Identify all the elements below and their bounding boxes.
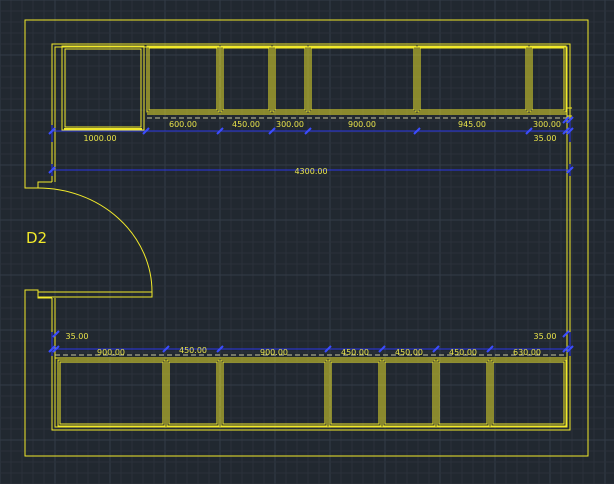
door-jamb-bottom: [24, 289, 52, 299]
inner-wall-outline: [51, 43, 571, 431]
cabinet-bottom-2: [166, 359, 220, 427]
dim-text-top-6: 945.00: [458, 120, 486, 129]
dim-ticks-overall: [48, 166, 574, 174]
dim-text-bottom-4: 900.00: [260, 348, 288, 357]
dim-text-top-2: 600.00: [169, 120, 197, 129]
cabinet-top-4: [272, 45, 308, 113]
dim-tick: [48, 127, 56, 135]
dim-tick: [48, 345, 56, 353]
dim-text-top-8: 35.00: [534, 134, 557, 143]
dim-tick: [268, 127, 276, 135]
cabinet-top-5: [308, 45, 417, 113]
inner-wall-outline-2: [54, 46, 568, 428]
dim-text-bottom-3: 450.00: [179, 346, 207, 355]
dim-tick: [216, 127, 224, 135]
dim-tick: [324, 345, 332, 353]
cabinet-top-3: [220, 45, 272, 113]
dim-text-bottom-7: 450.00: [449, 348, 477, 357]
dim-tick: [378, 345, 386, 353]
dim-text-bottom-9: 35.00: [534, 332, 557, 341]
dim-text-bottom-8: 630.00: [513, 348, 541, 357]
door: [37, 187, 153, 298]
dim-tick: [432, 345, 440, 353]
dimension-lines: [51, 120, 571, 356]
dim-text-overall: 4300.00: [294, 167, 327, 176]
dim-tick: [525, 127, 533, 135]
dim-tick: [142, 127, 150, 135]
cabinet-top-2: [146, 45, 220, 113]
dim-text-top-5: 900.00: [348, 120, 376, 129]
dim-tick: [216, 345, 224, 353]
door-leaf: [37, 291, 153, 298]
dim-tick: [562, 330, 570, 338]
dim-text-bottom-5: 450.00: [341, 348, 369, 357]
top-counter-edge: [64, 128, 142, 131]
dim-tick: [566, 116, 574, 124]
cabinet-top-7: [529, 45, 567, 113]
dim-text-bottom-1: 35.00: [66, 332, 89, 341]
dim-tick: [562, 116, 570, 124]
bottom-cabinets: [55, 357, 567, 427]
dim-tick: [566, 345, 574, 353]
dim-tick: [566, 127, 574, 135]
dim-tick: [304, 127, 312, 135]
dim-tick: [486, 345, 494, 353]
cabinet-bottom-1: [57, 359, 166, 427]
door-swing-arc: [37, 187, 153, 293]
top-cabinets: [61, 45, 572, 131]
room-label: D2: [26, 229, 47, 247]
dim-tick: [52, 345, 60, 353]
dim-tick: [52, 330, 60, 338]
outer-walls: [24, 19, 589, 457]
dim-tick: [562, 127, 570, 135]
cabinet-bottom-4: [328, 359, 382, 427]
cabinet-bottom-6: [436, 359, 490, 427]
dim-text-top-7: 300.00: [533, 120, 561, 129]
cabinet-bottom-3: [220, 359, 328, 427]
dim-text-bottom-2: 900.00: [97, 348, 125, 357]
cabinet-bottom-7: [490, 359, 567, 427]
dimension-texts: 1000.00 600.00 450.00 300.00 900.00 945.…: [66, 120, 561, 357]
dim-tick: [162, 345, 170, 353]
outer-wall-outline: [24, 19, 589, 457]
dim-text-top-1: 1000.00: [83, 134, 116, 143]
dim-text-top-4: 300.00: [276, 120, 304, 129]
dim-ticks-top: [48, 116, 574, 135]
dim-tick: [413, 127, 421, 135]
dim-ticks-bottom: [48, 330, 574, 353]
dim-tick: [562, 345, 570, 353]
cabinet-bottom-5: [382, 359, 436, 427]
cabinet-top-6: [417, 45, 529, 113]
dim-text-bottom-6: 450.00: [395, 348, 423, 357]
dim-text-top-3: 450.00: [232, 120, 260, 129]
